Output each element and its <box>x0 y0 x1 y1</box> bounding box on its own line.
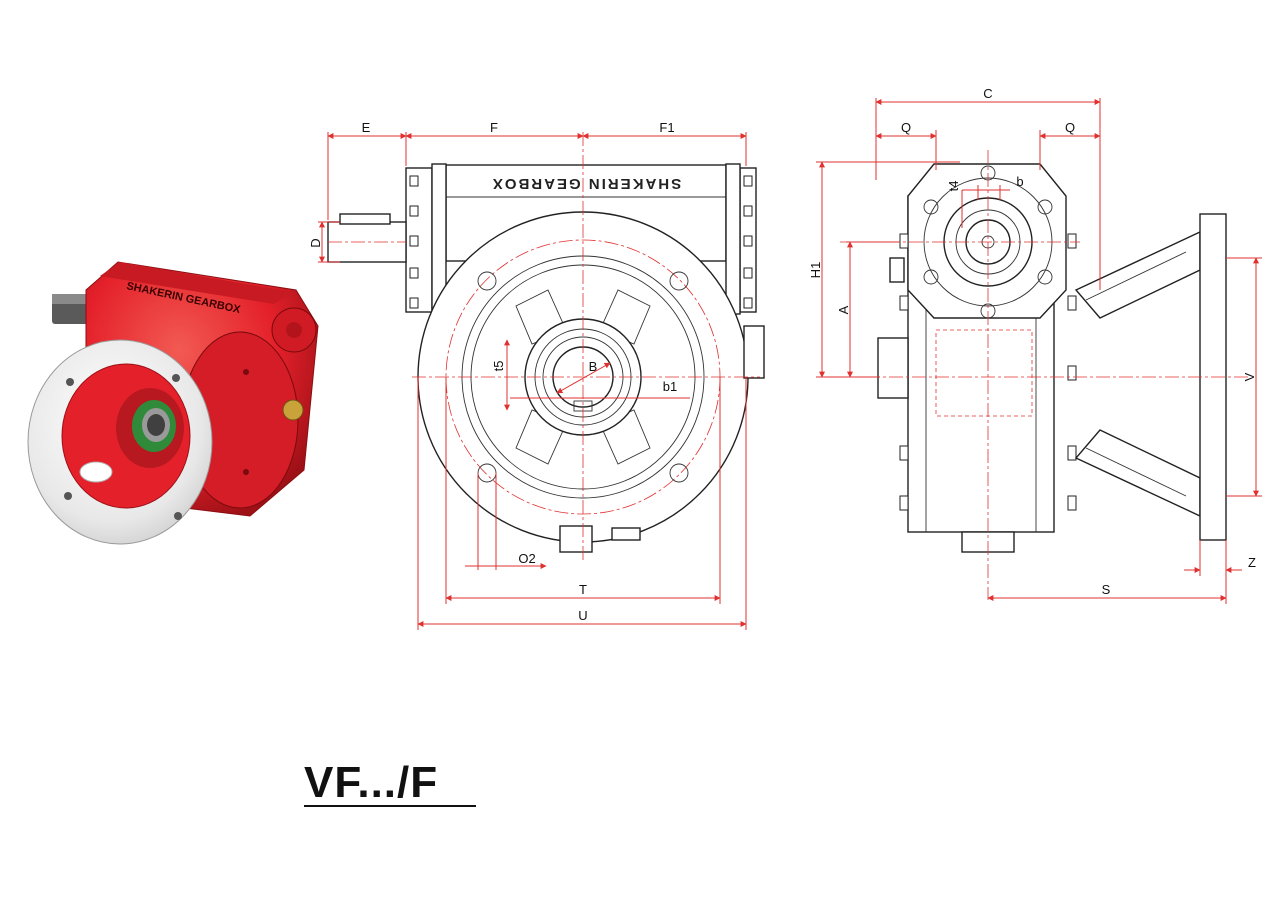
dim-label-D: D <box>308 238 323 247</box>
dim-label-C: C <box>983 86 992 101</box>
dim-label-b1: b1 <box>663 379 677 394</box>
dim-label-O2: O2 <box>518 551 535 566</box>
dim-label-U: U <box>578 608 587 623</box>
dim-label-Z: Z <box>1248 555 1256 570</box>
dim-label-t5: t5 <box>491 361 506 372</box>
dim-label-S: S <box>1102 582 1111 597</box>
dim-label-t4: t4 <box>946 181 961 192</box>
side-view: C Q Q H1 A t4 b V S Z <box>808 86 1262 604</box>
dim-label-Q-left: Q <box>901 120 911 135</box>
dim-label-F1: F1 <box>659 120 674 135</box>
front-brand-text: SHAKERIN GEARBOX <box>491 175 681 192</box>
front-view: SHAKERIN GEARBOX <box>308 120 765 630</box>
dim-label-H1: H1 <box>808 262 823 279</box>
dim-label-A: A <box>836 305 851 314</box>
title-underline <box>304 805 476 807</box>
dim-label-E: E <box>362 120 371 135</box>
dim-label-Q-right: Q <box>1065 120 1075 135</box>
dim-label-T: T <box>579 582 587 597</box>
dim-label-B: B <box>589 359 598 374</box>
dim-label-V: V <box>1242 372 1257 381</box>
dim-label-F: F <box>490 120 498 135</box>
model-title: VF.../F <box>304 758 439 807</box>
gearbox-3d-render: SHAKERIN GEARBOX <box>27 261 319 545</box>
dim-label-b: b <box>1016 174 1023 189</box>
